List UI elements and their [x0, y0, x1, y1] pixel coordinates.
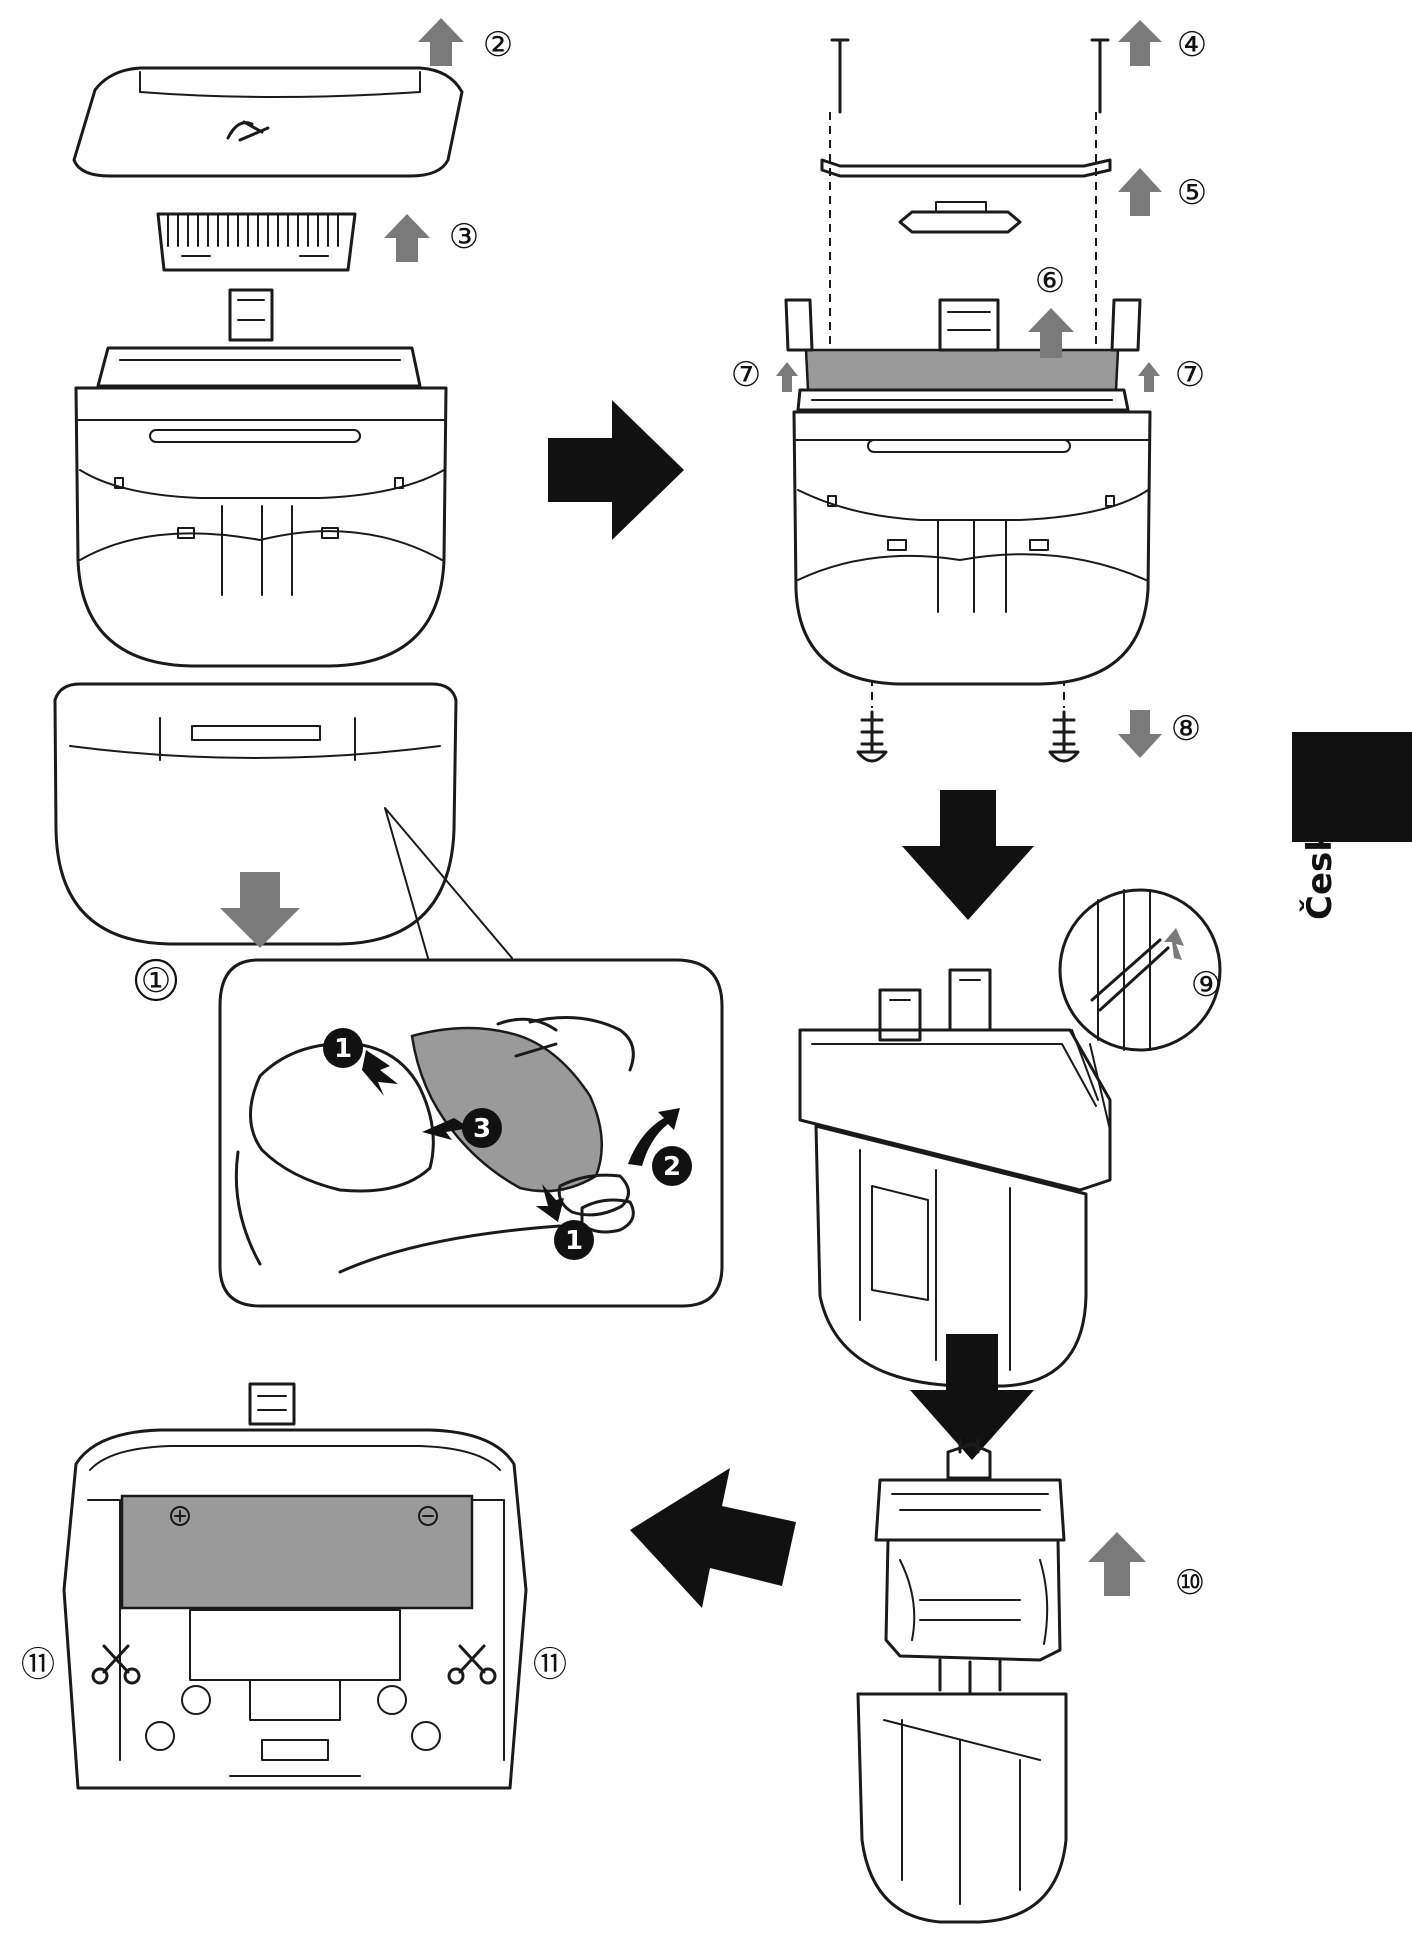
arrow-up-step-7a — [776, 362, 798, 392]
svg-text:⑧: ⑧ — [1171, 709, 1201, 749]
battery-top — [804, 298, 1120, 392]
svg-text:②: ② — [483, 25, 513, 65]
arrow-up-step-10 — [1088, 1532, 1146, 1596]
outer-cap — [72, 66, 464, 178]
inner-blade — [156, 212, 357, 272]
scissors-left-icon — [91, 1644, 141, 1685]
svg-text:⑪: ⑪ — [21, 1645, 55, 1685]
retaining-plate — [820, 158, 1112, 178]
case-frame-d — [856, 1692, 1068, 1924]
flow-arrow-down-2 — [910, 1334, 1034, 1460]
zoom-detail-9 — [1058, 888, 1222, 1131]
callout-step-2: ② — [418, 18, 513, 66]
main-unit-b — [784, 298, 1152, 686]
arrow-lift-2 — [628, 1108, 680, 1166]
svg-text:2: 2 — [663, 1152, 681, 1182]
callout-step-9: ⑨ — [1191, 965, 1221, 1005]
zoom-lines — [384, 807, 513, 959]
guide-dashes-top — [829, 112, 1097, 372]
minus-terminal — [418, 1506, 438, 1526]
main-unit-c — [798, 968, 1112, 1388]
arrow-press-1-bottom — [536, 1184, 564, 1222]
svg-text:⑩: ⑩ — [1175, 1563, 1205, 1603]
flow-arrow-left — [630, 1468, 796, 1608]
callout-step-7b: ⑦ — [1175, 355, 1205, 395]
lower-case — [53, 682, 458, 946]
screws — [856, 710, 1080, 763]
arrow-up-step-9 — [1164, 928, 1184, 960]
arrow-up-step-5 — [1118, 168, 1162, 216]
pins — [830, 38, 1110, 114]
callout-step-3: ③ — [384, 214, 479, 262]
hands-illustration — [234, 1016, 635, 1274]
callout-step-11b: ⑪ — [533, 1645, 567, 1685]
svg-text:1: 1 — [334, 1034, 352, 1064]
callout-step-4: ④ — [1177, 25, 1207, 65]
callout-step-8: ⑧ — [1171, 709, 1201, 749]
callout-step-10: ⑩ — [1175, 1563, 1205, 1603]
callout-step-5: ⑤ — [1177, 173, 1207, 213]
language-label: Česky — [1300, 806, 1340, 920]
detail-badges: 1 3 2 1 — [323, 1028, 692, 1260]
callout-step-7a: ⑦ — [731, 355, 761, 395]
inner-frame-d — [874, 1438, 1066, 1702]
svg-text:⑪: ⑪ — [533, 1645, 567, 1685]
svg-text:⑤: ⑤ — [1177, 173, 1207, 213]
badge-1-top: 1 — [323, 1028, 363, 1068]
main-unit — [74, 288, 448, 668]
svg-text:⑨: ⑨ — [1191, 965, 1221, 1005]
svg-text:⑦: ⑦ — [1175, 355, 1205, 395]
flow-arrow-right — [548, 400, 684, 540]
arrow-press-1-top — [362, 1050, 398, 1096]
badge-3: 3 — [462, 1108, 502, 1148]
badge-1-bottom: 1 — [554, 1220, 594, 1260]
svg-text:④: ④ — [1177, 25, 1207, 65]
svg-text:⑥: ⑥ — [1035, 261, 1065, 301]
small-plate — [898, 201, 1022, 234]
callout-step-1: ① — [134, 958, 178, 1002]
svg-text:1: 1 — [565, 1226, 583, 1256]
callout-step-11a: ⑪ — [21, 1645, 55, 1685]
badge-2: 2 — [652, 1146, 692, 1186]
plus-terminal — [170, 1506, 190, 1526]
svg-text:⑦: ⑦ — [731, 355, 761, 395]
battery-e — [120, 1494, 474, 1610]
scissors-right-icon — [447, 1644, 497, 1685]
language-tab — [1292, 732, 1412, 842]
arrow-slide-3 — [422, 1118, 470, 1140]
svg-text:3: 3 — [473, 1114, 491, 1144]
svg-text:③: ③ — [449, 217, 479, 257]
arrow-down-step-1 — [220, 872, 300, 948]
svg-text:①: ① — [141, 961, 171, 1001]
flow-arrow-down-1 — [902, 790, 1034, 920]
arrow-up-step-4 — [1118, 20, 1162, 66]
arrow-down-step-8 — [1118, 710, 1162, 758]
callout-step-6: ⑥ — [1035, 261, 1065, 301]
unit-bottom-view — [62, 1382, 528, 1790]
arrow-up-step-7b — [1138, 362, 1160, 392]
arrow-up-step-6 — [1028, 308, 1074, 358]
